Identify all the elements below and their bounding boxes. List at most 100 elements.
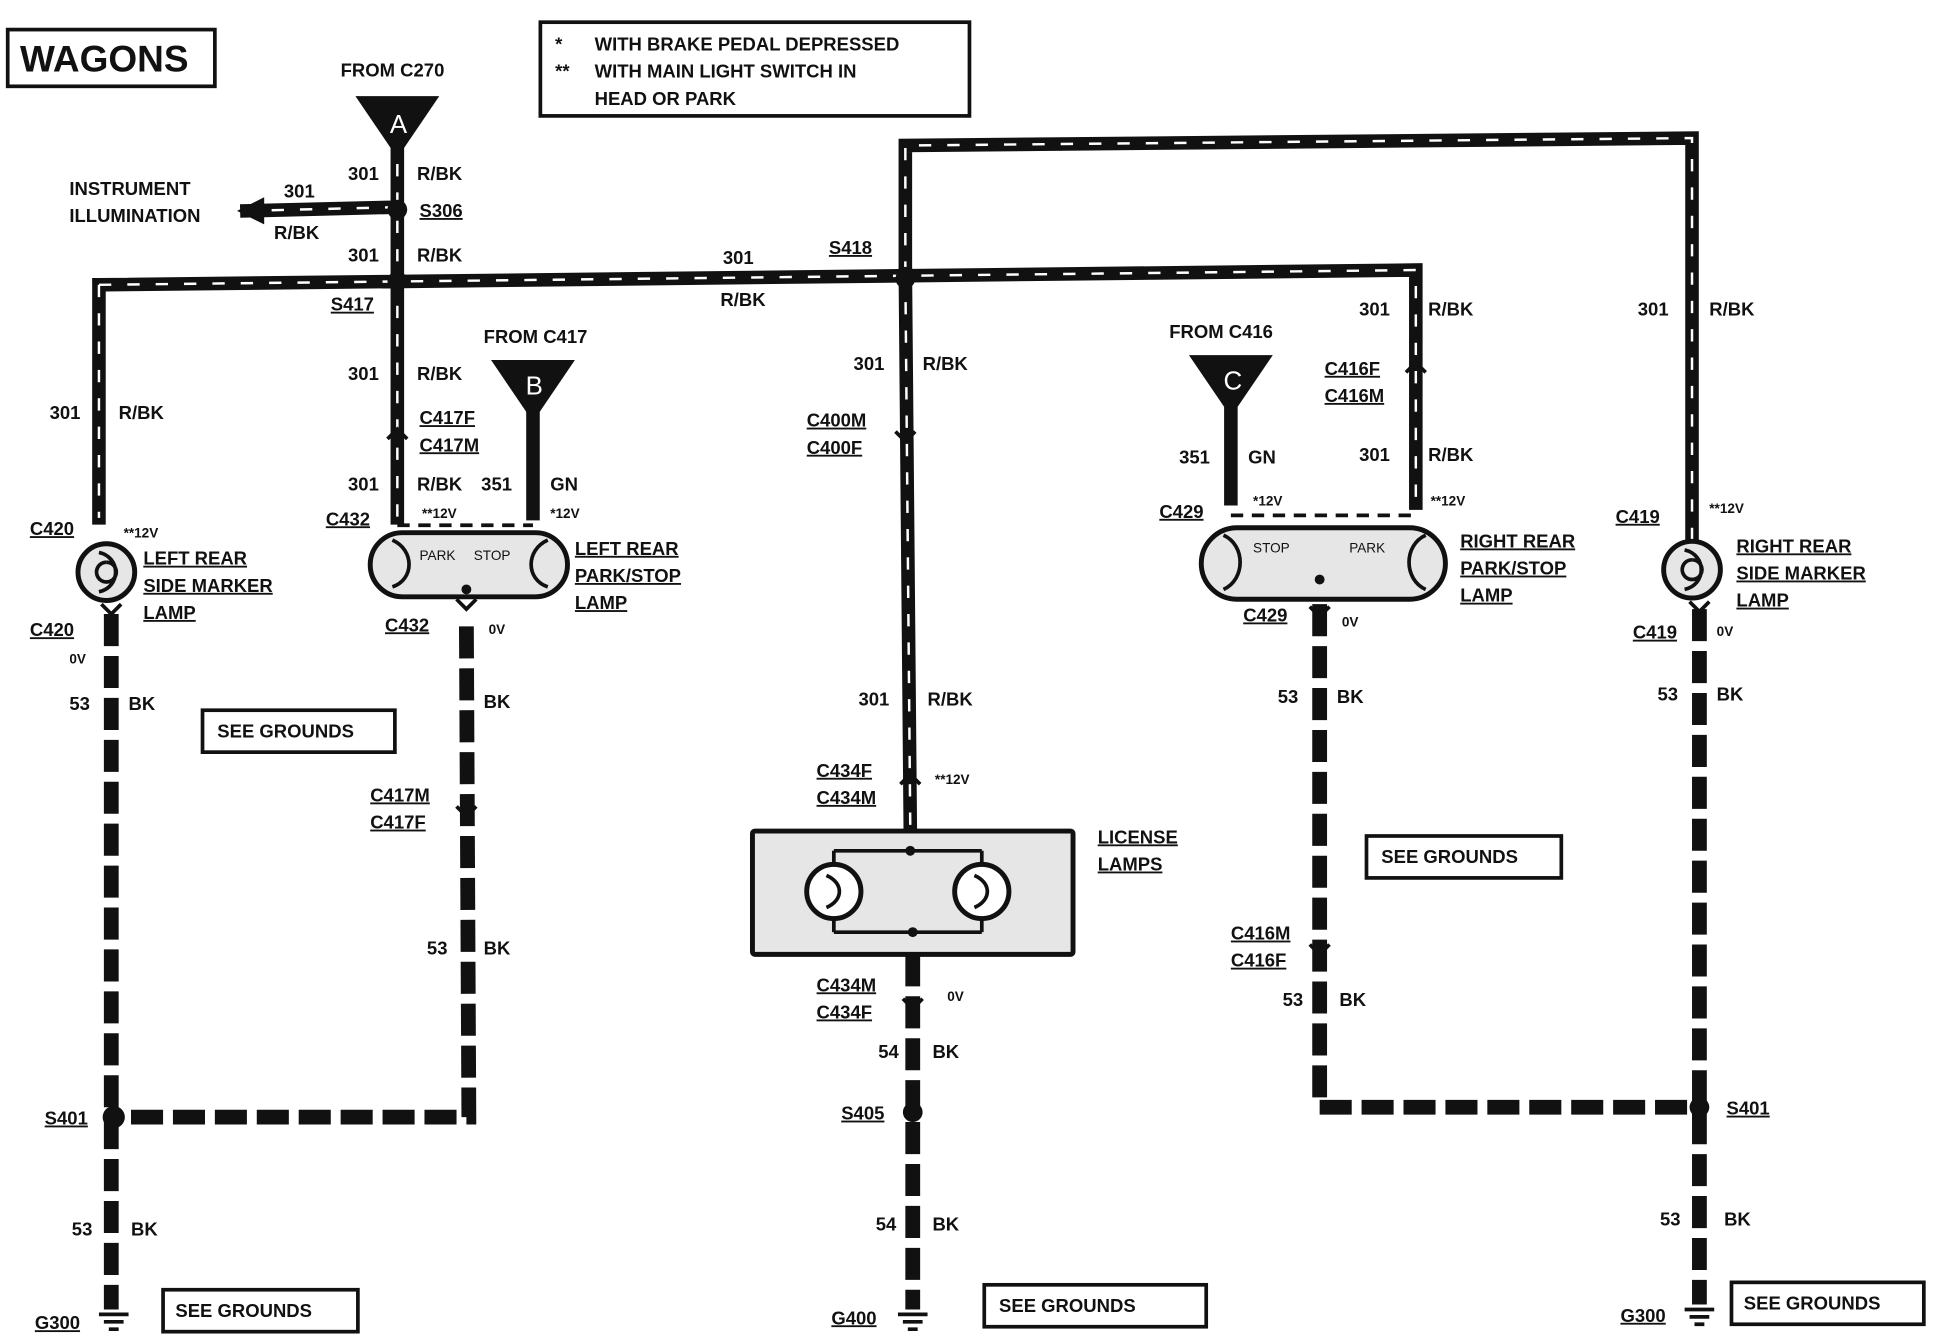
see-grounds-label: SEE GROUNDS xyxy=(1744,1292,1881,1313)
ground-label: G300 xyxy=(35,1312,80,1333)
source-b-triangle xyxy=(491,360,575,422)
circuit-number: 301 xyxy=(1359,444,1390,465)
circuit-number: 301 xyxy=(50,402,81,423)
connector-label: C400F xyxy=(807,437,862,458)
instrument-label-1: INSTRUMENT xyxy=(69,178,191,199)
connector-label: C429 xyxy=(1159,501,1203,522)
wire-color: GN xyxy=(1248,447,1276,468)
source-c-letter: C xyxy=(1223,368,1242,396)
wire-color: R/BK xyxy=(1428,444,1474,465)
wire-301-main-bus-stripe xyxy=(97,135,1418,518)
lamp-label: RIGHT REAR xyxy=(1736,535,1851,556)
legend-mark-2: ** xyxy=(555,61,570,82)
wire-color: BK xyxy=(932,1214,959,1235)
wire-color: R/BK xyxy=(1709,299,1755,320)
splice-label: S417 xyxy=(331,294,374,315)
circuit-number: 53 xyxy=(69,693,90,714)
lamp-label: RIGHT REAR xyxy=(1460,530,1575,551)
wire-color: R/BK xyxy=(119,402,165,423)
see-grounds-box xyxy=(982,1282,1209,1329)
connector-label: C429 xyxy=(1243,604,1287,625)
splice-label: S306 xyxy=(420,200,463,221)
connector-label: C416F xyxy=(1325,358,1380,379)
see-grounds-box xyxy=(1729,1280,1926,1327)
source-b-letter: B xyxy=(526,373,543,401)
wire-color: BK xyxy=(1337,686,1364,707)
voltage-label: 0V xyxy=(947,989,964,1004)
circuit-number: 53 xyxy=(1657,683,1678,704)
wire-color: BK xyxy=(1724,1209,1751,1230)
chevron-down-icon xyxy=(1308,605,1331,620)
wire-color: BK xyxy=(1717,683,1744,704)
voltage-label: **12V xyxy=(422,506,457,521)
license-bottom-dot xyxy=(907,927,918,938)
lamp-ground-dot xyxy=(461,584,472,595)
voltage-label: *12V xyxy=(1253,494,1282,509)
ground-label: G400 xyxy=(831,1307,876,1328)
splice-label: S401 xyxy=(1727,1098,1770,1119)
lamps xyxy=(75,525,1723,957)
wire-color: R/BK xyxy=(417,163,463,184)
splice-s417 xyxy=(387,271,408,291)
chevron-down-icon xyxy=(894,430,917,445)
lamp-label: LAMP xyxy=(1736,590,1788,611)
lamp-label: LAMP xyxy=(143,602,195,623)
chevron-down-icon xyxy=(1688,600,1711,615)
connector-label: C434F xyxy=(817,1001,872,1022)
source-a-from: FROM C270 xyxy=(341,59,445,80)
connector-label: C419 xyxy=(1633,622,1677,643)
left-side-marker-lamp xyxy=(75,541,138,603)
see-grounds-box xyxy=(200,708,397,754)
license-top-dot xyxy=(905,845,916,856)
voltage-label: **12V xyxy=(124,526,159,541)
voltage-label: 0V xyxy=(489,622,506,637)
lamp-label: PARK/STOP xyxy=(1460,558,1566,579)
chevron-down-icon xyxy=(100,602,123,617)
lamp-label: LEFT REAR xyxy=(143,548,247,569)
instrument-arrow xyxy=(237,197,265,225)
lamp-label: LEFT REAR xyxy=(575,538,679,559)
bulb-icon xyxy=(1222,533,1427,592)
lamp-label: SIDE MARKER xyxy=(1736,563,1865,584)
connector-label: C420 xyxy=(30,518,74,539)
lamp-park-label: PARK xyxy=(1349,540,1385,555)
wire-color: BK xyxy=(131,1218,158,1239)
see-grounds-label: SEE GROUNDS xyxy=(175,1300,312,1321)
voltage-label: 0V xyxy=(69,651,86,666)
wire-53-left-parkstop xyxy=(113,626,477,1125)
wire-color: R/BK xyxy=(417,244,463,265)
legend-line-2: WITH MAIN LIGHT SWITCH IN xyxy=(595,61,857,82)
circuit-number: 54 xyxy=(878,1041,899,1062)
splice-label: S401 xyxy=(45,1108,88,1129)
wire-301-license xyxy=(898,266,918,836)
wire-color: BK xyxy=(484,937,511,958)
legend-box xyxy=(538,20,972,118)
circuit-number: 351 xyxy=(481,474,512,495)
connector-label: C417F xyxy=(420,407,475,428)
circuit-number: 351 xyxy=(1179,447,1210,468)
right-side-marker-lamp xyxy=(1661,538,1723,601)
ground-symbols xyxy=(98,1307,1715,1332)
circuit-number: 301 xyxy=(348,474,379,495)
wire-color: BK xyxy=(932,1041,959,1062)
lamp-park-label: PARK xyxy=(420,548,456,563)
circuit-number: 53 xyxy=(1660,1209,1681,1230)
circuit-number: 301 xyxy=(284,180,315,201)
splice-dots xyxy=(102,199,1710,1129)
connector-label: C417M xyxy=(370,784,430,805)
see-grounds-box xyxy=(161,1287,360,1334)
connector-label: C432 xyxy=(326,508,370,529)
license-bulb-left-icon xyxy=(804,861,864,922)
chevron-up-icon xyxy=(1404,359,1427,374)
lamp-stop-label: STOP xyxy=(1253,540,1290,555)
source-c-from: FROM C416 xyxy=(1169,321,1273,342)
circuit-number: 301 xyxy=(1638,299,1669,320)
chevron-down-icon xyxy=(1308,943,1331,957)
source-b-from: FROM C417 xyxy=(484,326,588,347)
connector-label: C400M xyxy=(807,410,867,431)
wire-color: BK xyxy=(484,691,511,712)
lamp-ground-dot xyxy=(1314,574,1325,585)
source-a-triangle xyxy=(355,96,440,158)
see-grounds-label: SEE GROUNDS xyxy=(217,720,354,741)
